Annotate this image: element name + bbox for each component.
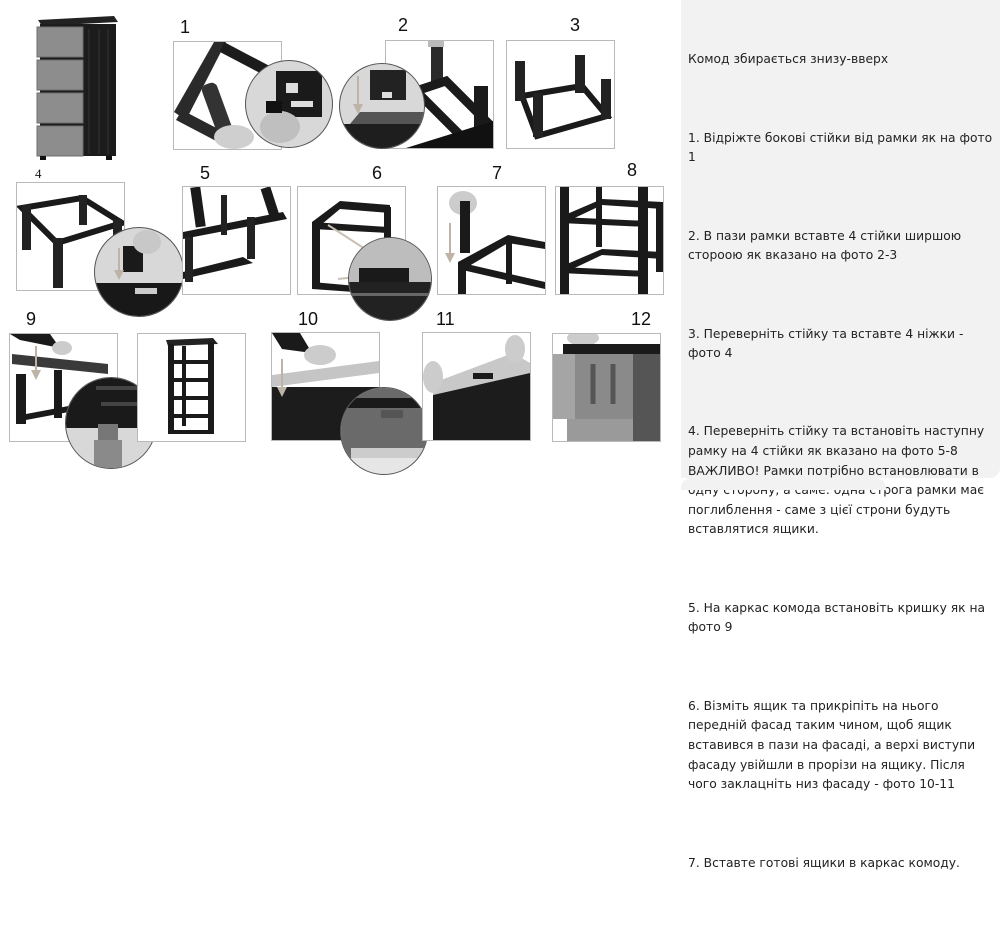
step-8-photo bbox=[555, 186, 664, 295]
instruction-step-5: 5. На каркас комода встановіть кришку як… bbox=[688, 600, 990, 635]
step-6-closeup bbox=[348, 237, 432, 321]
step-number-8: 8 bbox=[627, 160, 638, 180]
product-photo bbox=[34, 14, 120, 160]
step-3-photo bbox=[506, 40, 615, 149]
step-10-closeup bbox=[340, 387, 428, 475]
instructions-title: Комод збирається знизу-вверх bbox=[688, 52, 889, 67]
step-number-3: 3 bbox=[570, 15, 581, 35]
step-number-1: 1 bbox=[180, 17, 191, 37]
step-number-9: 9 bbox=[26, 309, 37, 329]
step-4-closeup bbox=[94, 227, 184, 317]
step-number-7: 7 bbox=[492, 163, 503, 183]
step-12-photo bbox=[552, 333, 661, 442]
step-1-closeup bbox=[245, 60, 333, 148]
step-number-6: 6 bbox=[372, 163, 383, 183]
step-5-photo bbox=[182, 186, 291, 295]
instruction-step-6: 6. Візміть ящик та прикріпіть на нього п… bbox=[688, 698, 980, 792]
step-11-photo bbox=[422, 332, 531, 441]
step-7-photo bbox=[437, 186, 546, 295]
next-message-bubble bbox=[681, 478, 886, 490]
step-2-closeup bbox=[339, 63, 425, 149]
instructions-panel: Комод збирається знизу-вверх 1. Відріжте… bbox=[681, 0, 1000, 870]
instruction-step-1: 1. Відріжте бокові стійки від рамки як н… bbox=[688, 130, 997, 165]
instruction-step-2: 2. В пази рамки вставте 4 стійки ширшою … bbox=[688, 228, 969, 263]
step-number-2: 2 bbox=[398, 15, 409, 35]
step-number-11: 11 bbox=[436, 309, 455, 329]
assembled-frame-photo bbox=[137, 333, 246, 442]
step-number-4: 4 bbox=[35, 166, 42, 181]
step-number-5: 5 bbox=[200, 163, 211, 183]
instruction-step-7: 7. Вставте готові ящики в каркас комоду. bbox=[688, 855, 960, 870]
step-number-12: 12 bbox=[631, 309, 652, 329]
step-number-10: 10 bbox=[298, 309, 319, 329]
instruction-step-3: 3. Переверніть стійку та вставте 4 ніжки… bbox=[688, 326, 968, 361]
